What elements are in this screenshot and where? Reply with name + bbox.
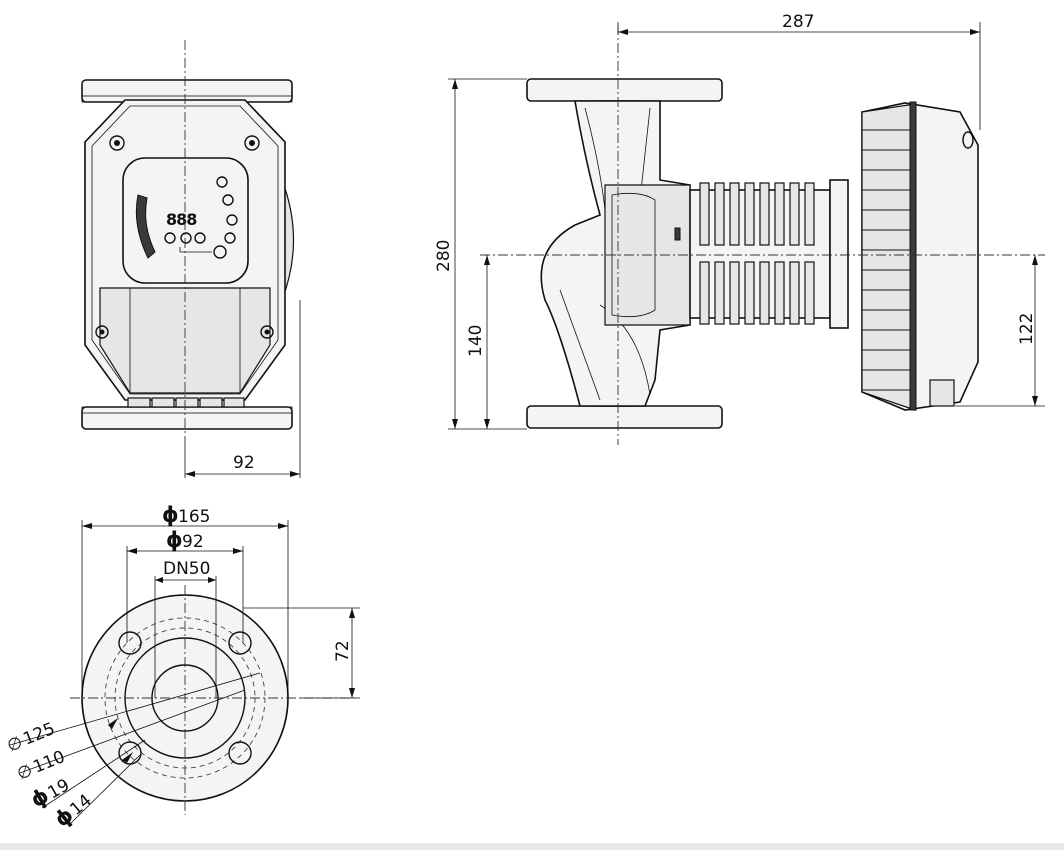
connector-icon xyxy=(929,379,955,407)
dim-122-motor-axis: 122 xyxy=(1017,313,1037,345)
dim-125: 125 xyxy=(20,719,58,750)
dia-symbol-110: ∅ xyxy=(14,761,35,785)
svg-text:∅: ∅ xyxy=(4,733,25,757)
screw-icon xyxy=(95,135,274,339)
dim-165-flange: 165 xyxy=(178,507,210,527)
bolt-hole-icon xyxy=(118,631,252,765)
dim-287-length: 287 xyxy=(782,12,814,32)
dim-92-width: 92 xyxy=(233,453,255,473)
display-digits: 888 xyxy=(166,210,197,229)
dim-92-bolt-circle: 92 xyxy=(182,532,204,552)
page-bottom-border xyxy=(0,843,1064,850)
dim-140-axis-height: 140 xyxy=(466,325,486,357)
flange-view: ϕ 165 ϕ 92 DN50 72 ∅ 125 ∅ 110 xyxy=(4,503,360,832)
cooling-fins xyxy=(699,182,815,325)
cable-gland-icon xyxy=(962,131,974,149)
front-view: 888 92 xyxy=(81,40,301,478)
svg-text:∅: ∅ xyxy=(14,761,35,785)
dia-symbol-125: ∅ xyxy=(4,733,25,757)
knob-icon xyxy=(213,245,227,259)
dim-dn50: DN50 xyxy=(163,559,210,579)
dim-72-offset: 72 xyxy=(333,640,353,662)
auto-mode-icon xyxy=(216,176,228,188)
dia-symbol-92: ϕ xyxy=(166,528,183,552)
dim-280-height: 280 xyxy=(434,240,454,272)
side-view: 287 280 140 122 xyxy=(434,12,1045,445)
dim-110: 110 xyxy=(30,747,68,778)
dia-symbol-165: ϕ xyxy=(162,503,179,527)
